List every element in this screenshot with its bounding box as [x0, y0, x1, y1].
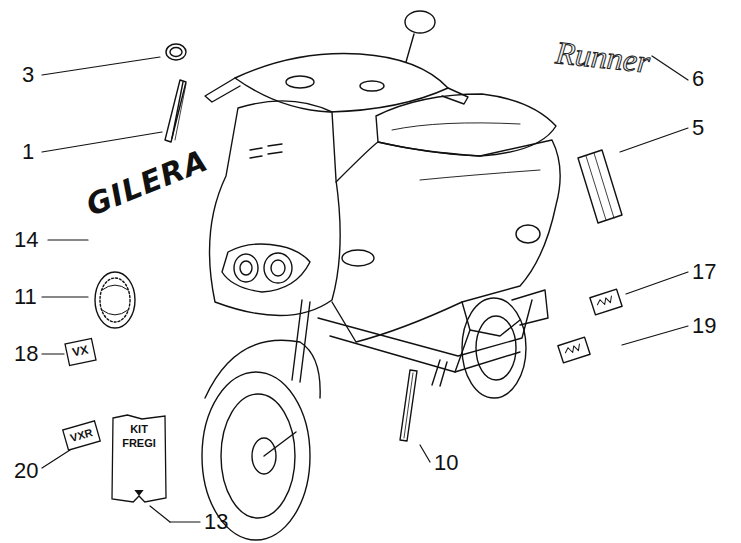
decal-text: VX — [71, 343, 90, 362]
callout-number: 10 — [434, 452, 458, 474]
outline-path — [112, 415, 166, 502]
callout-number: 3 — [22, 64, 34, 86]
decal-box: VX — [64, 337, 97, 367]
bag-tab — [134, 490, 143, 496]
callout-number: 5 — [692, 117, 704, 139]
callout-number: 13 — [204, 511, 228, 533]
outline-path — [65, 338, 96, 365]
callout-number: 17 — [692, 261, 716, 283]
kit-bag: KIT FREGI — [110, 414, 168, 504]
brand-decal: GILERA — [82, 145, 212, 221]
callout-number: 11 — [14, 286, 37, 308]
decal-text: KIT FREGI — [118, 422, 160, 451]
callout-number: 20 — [14, 460, 38, 482]
callout-number: 6 — [692, 68, 704, 90]
callout-number: 18 — [14, 343, 38, 365]
model-decal: Runner — [554, 36, 651, 78]
decal-box: VXR — [62, 420, 102, 452]
callout-number: 19 — [692, 315, 716, 337]
callout-number: 1 — [22, 141, 34, 163]
callout-number: 14 — [14, 229, 38, 251]
outline-path — [63, 421, 101, 450]
